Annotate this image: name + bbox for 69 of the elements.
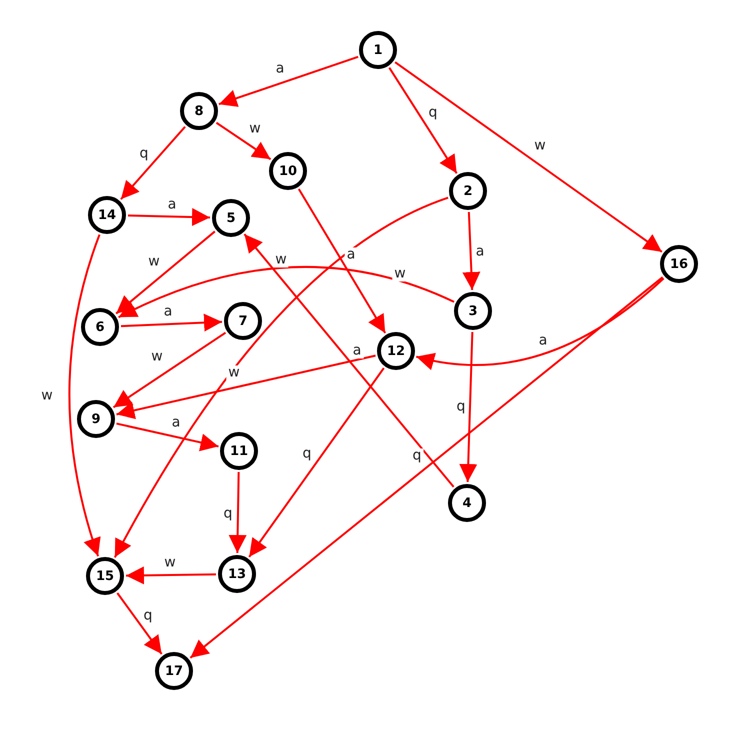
arrow <box>114 196 448 558</box>
state-number: 8 <box>194 104 204 118</box>
state-circle <box>88 196 126 234</box>
edge-label: q <box>454 400 468 414</box>
state-circle <box>81 308 119 346</box>
state-circle <box>155 652 193 690</box>
arrow <box>116 230 216 314</box>
arrow <box>244 234 454 488</box>
state-number: 10 <box>278 164 298 178</box>
arrow <box>416 278 664 370</box>
arrow <box>228 472 247 554</box>
state-number: 9 <box>91 412 101 426</box>
state-circle <box>220 432 258 470</box>
arrow <box>68 234 102 556</box>
state-circle <box>660 245 698 283</box>
state-circle <box>449 172 487 210</box>
edge-label: q <box>300 446 314 462</box>
arrow <box>126 566 216 584</box>
arrow <box>298 188 386 334</box>
edge-label: q <box>138 146 150 162</box>
arrow <box>118 266 454 318</box>
state-circle <box>218 555 256 593</box>
arrow <box>120 126 186 200</box>
arrow <box>128 208 210 226</box>
state-circle <box>269 152 307 190</box>
state-number: 6 <box>95 320 105 334</box>
state-number: 13 <box>228 566 246 582</box>
state-number: 5 <box>226 210 236 226</box>
arrow <box>190 276 664 659</box>
arrow <box>216 122 272 160</box>
arrow <box>459 332 478 482</box>
state-circle <box>224 302 262 340</box>
arrow <box>116 592 162 655</box>
state-number: 2 <box>463 184 473 198</box>
state-number: 1 <box>373 42 383 58</box>
state-circle <box>377 332 415 370</box>
edge-label: w <box>392 266 408 282</box>
edge-label: w <box>273 252 289 268</box>
arrow <box>394 61 662 253</box>
arrow <box>388 67 458 174</box>
arrow <box>218 56 358 107</box>
edge-label: q <box>222 506 234 522</box>
state-circle <box>454 292 492 330</box>
state-circle <box>212 199 250 237</box>
state-number: 14 <box>98 208 116 222</box>
state-number: 17 <box>164 664 184 678</box>
edge-label: w <box>226 366 242 380</box>
state-number: 16 <box>670 256 688 272</box>
arrow <box>248 368 385 558</box>
state-number: 11 <box>230 444 248 458</box>
edge-label: q <box>142 608 154 624</box>
state-circle <box>359 31 397 69</box>
state-number: 7 <box>238 314 248 328</box>
arrow <box>112 332 226 408</box>
state-circle <box>180 92 218 130</box>
state-circle <box>86 557 124 595</box>
arrow <box>120 314 222 332</box>
edge-label: q <box>410 448 424 464</box>
state-circle <box>77 400 115 438</box>
state-number: 15 <box>96 568 114 584</box>
edge-label: q <box>426 106 440 120</box>
state-number: 12 <box>386 344 406 358</box>
arrow <box>116 422 219 452</box>
state-circle <box>448 484 486 522</box>
arrow <box>116 354 376 420</box>
state-number: 4 <box>462 496 472 510</box>
state-number: 3 <box>468 304 478 318</box>
arrow <box>462 212 480 290</box>
edge-label: a <box>350 344 364 358</box>
